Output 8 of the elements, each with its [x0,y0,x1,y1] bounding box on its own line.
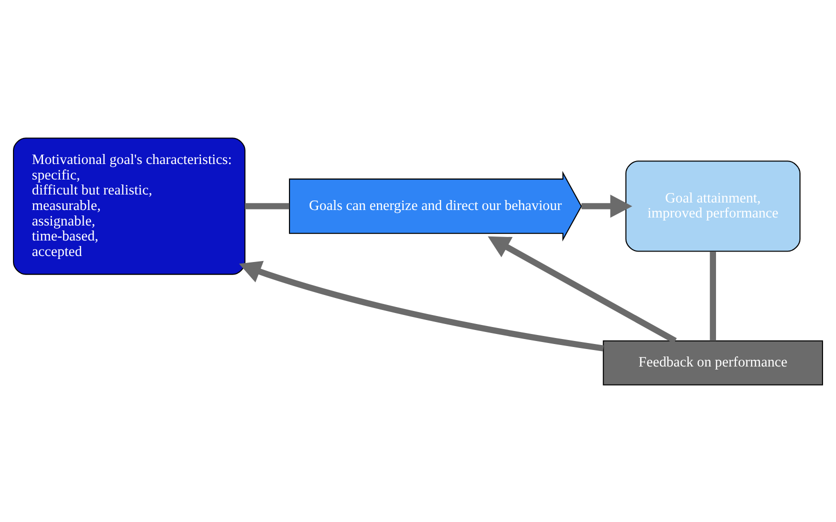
arrow [239,260,604,351]
connector [710,251,716,340]
arrow [582,194,632,218]
arrow [488,236,677,344]
node-box: Feedback on performance [602,340,824,385]
node-box: Goal attainment, improved performance [625,160,800,252]
node-box: Motivational goal's characteristics: specific, difficult but realistic, measurable, assignable, time-based, accepted [12,137,246,274]
connector [244,202,290,209]
